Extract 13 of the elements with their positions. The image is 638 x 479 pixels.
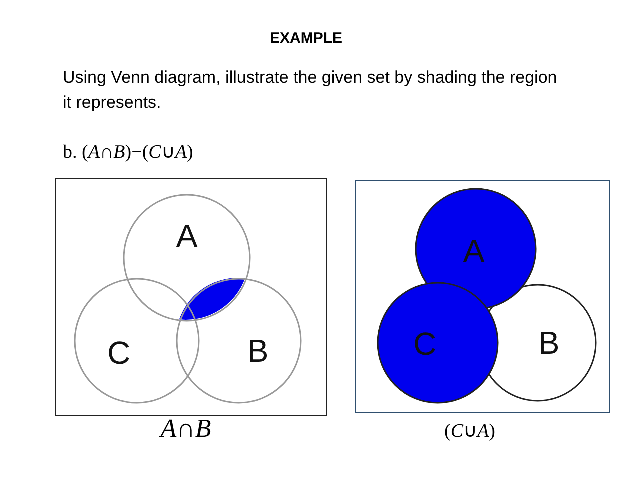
set-expression: b. (A∩B)−(C∪A) <box>63 141 194 165</box>
venn-panel <box>355 180 610 413</box>
set-letter: C <box>107 337 131 369</box>
venn-panel <box>55 178 327 416</box>
set-letter: B <box>247 335 269 367</box>
set-caption: (C∪A) <box>444 420 496 443</box>
heading: EXAMPLE <box>270 30 343 47</box>
set-letter: C <box>413 328 437 360</box>
set-letter: B <box>538 327 560 359</box>
set-letter: A <box>176 220 198 252</box>
set-letter: A <box>463 235 485 267</box>
instruction-text: Using Venn diagram, illustrate the given set by shading the region it represents. <box>63 67 558 114</box>
set-caption: A∩B <box>160 414 212 444</box>
